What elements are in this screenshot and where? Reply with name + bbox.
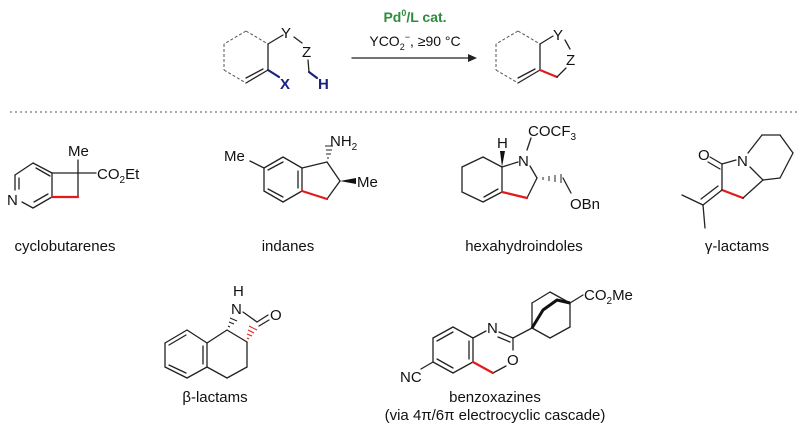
methyl-label: Me — [68, 143, 89, 160]
reaction-arrow — [351, 54, 477, 62]
conditions-label: YCO2−, ≥90 °C — [369, 32, 460, 52]
cyclobutarene-structure: N Me CO2Et — [7, 143, 140, 209]
ester-label: CO2Me — [584, 287, 633, 307]
ester-label: CO2Et — [97, 166, 140, 186]
amine-label: NH2 — [330, 133, 358, 153]
beta-lactam-structure: H N O — [164, 283, 282, 379]
label-hexahydroindoles: hexahydroindoles — [465, 238, 583, 255]
atom-n: N — [487, 320, 498, 337]
methyl-label: Me — [357, 174, 378, 191]
product-atom-z: Z — [566, 52, 575, 69]
label-beta-lactams: β-lactams — [182, 389, 247, 406]
atom-h: H — [318, 76, 329, 93]
atom-n: N — [518, 153, 529, 170]
label-cyclobutarenes: cyclobutarenes — [15, 238, 116, 255]
catalyst-label: Pd0/L cat. — [383, 8, 446, 25]
hexahydroindole-structure: H N COCF3 OBn — [461, 123, 600, 213]
product-structure: Y Z — [495, 27, 575, 84]
atom-h: H — [233, 283, 244, 300]
indane-structure: Me NH2 Me — [224, 133, 378, 203]
benzoxazine-structure: NC N O CO2Me — [400, 287, 633, 386]
substrate-structure: Y Z X H — [223, 25, 329, 93]
obn-label: OBn — [570, 196, 600, 213]
atom-n: N — [737, 153, 748, 170]
nitrile-label: NC — [400, 369, 422, 386]
atom-o: O — [698, 147, 710, 164]
label-gamma-lactams: γ-lactams — [705, 238, 769, 255]
atom-y: Y — [281, 25, 291, 42]
label-indanes: indanes — [262, 238, 315, 255]
atom-o: O — [507, 352, 519, 369]
atom-z: Z — [302, 44, 311, 61]
label-benzoxazines: benzoxazines — [449, 389, 541, 406]
product-atom-y: Y — [553, 27, 563, 44]
atom-h: H — [497, 135, 508, 152]
atom-x: X — [280, 76, 290, 93]
label-benzoxazines-note: (via 4π/6π electrocyclic cascade) — [385, 407, 606, 424]
atom-n: N — [7, 192, 18, 209]
atom-o: O — [270, 307, 282, 324]
atom-n: N — [231, 301, 242, 318]
acyl-label: COCF3 — [528, 123, 577, 143]
gamma-lactam-structure: O N — [681, 134, 794, 229]
ring-methyl-label: Me — [224, 148, 245, 165]
